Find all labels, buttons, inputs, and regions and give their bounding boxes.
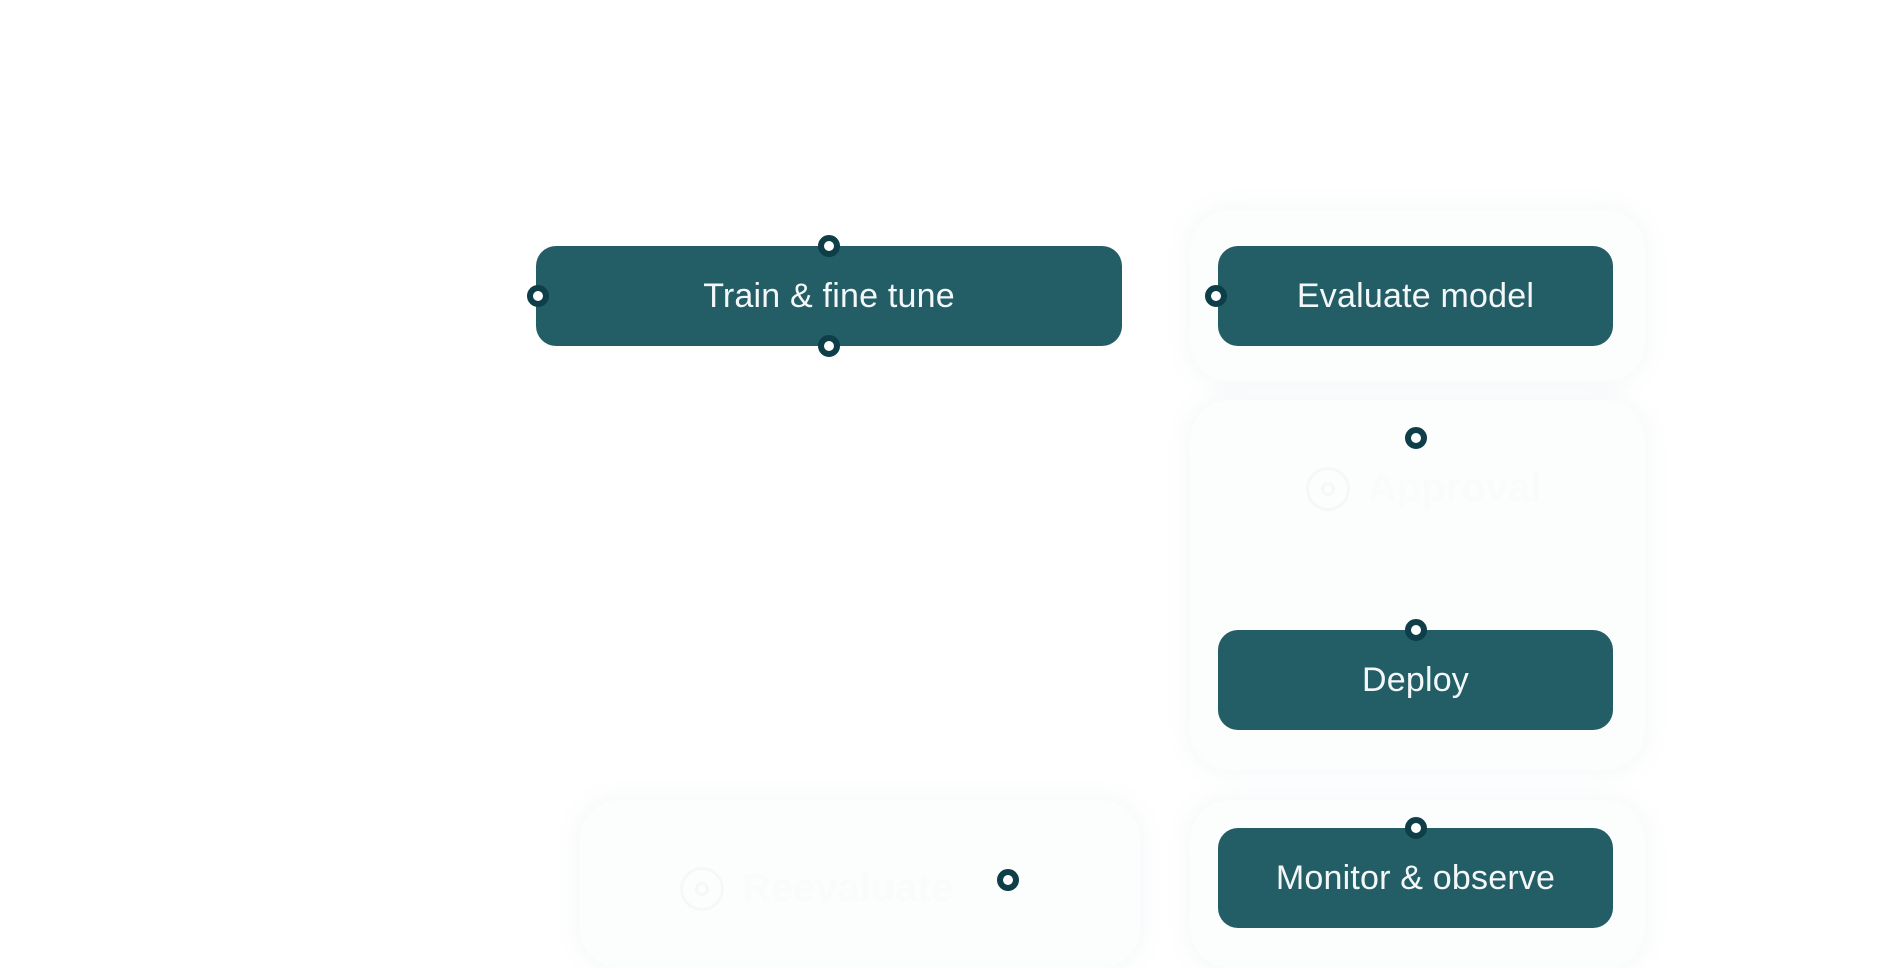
user-circle-icon: [1306, 466, 1350, 511]
monitor-top-handle[interactable]: [1405, 817, 1427, 839]
node-deploy[interactable]: Deploy: [1218, 630, 1613, 730]
node-approval[interactable]: Approval: [1306, 466, 1541, 511]
node-label: Reevaluate: [742, 866, 954, 910]
reevaluate-right-handle[interactable]: [997, 869, 1019, 891]
node-evaluate-model[interactable]: Evaluate model: [1218, 246, 1613, 346]
approval-top-handle[interactable]: [1405, 427, 1427, 449]
node-label: Approval: [1368, 466, 1542, 510]
refresh-circle-icon: [680, 866, 724, 911]
node-train-fine-tune[interactable]: Train & fine tune: [536, 246, 1122, 346]
node-reevaluate[interactable]: Reevaluate: [680, 866, 953, 911]
node-label: Train & fine tune: [703, 276, 955, 315]
train-left-handle[interactable]: [527, 285, 549, 307]
train-bottom-handle[interactable]: [818, 335, 840, 357]
evaluate-left-handle[interactable]: [1205, 285, 1227, 307]
train-top-handle[interactable]: [818, 235, 840, 257]
reevaluate-group-frame: [580, 800, 1140, 968]
node-label: Evaluate model: [1296, 276, 1535, 315]
deploy-top-handle[interactable]: [1405, 619, 1427, 641]
node-label: Monitor & observe: [1275, 858, 1556, 897]
node-label: Deploy: [1361, 660, 1470, 699]
node-monitor-observe[interactable]: Monitor & observe: [1218, 828, 1613, 928]
